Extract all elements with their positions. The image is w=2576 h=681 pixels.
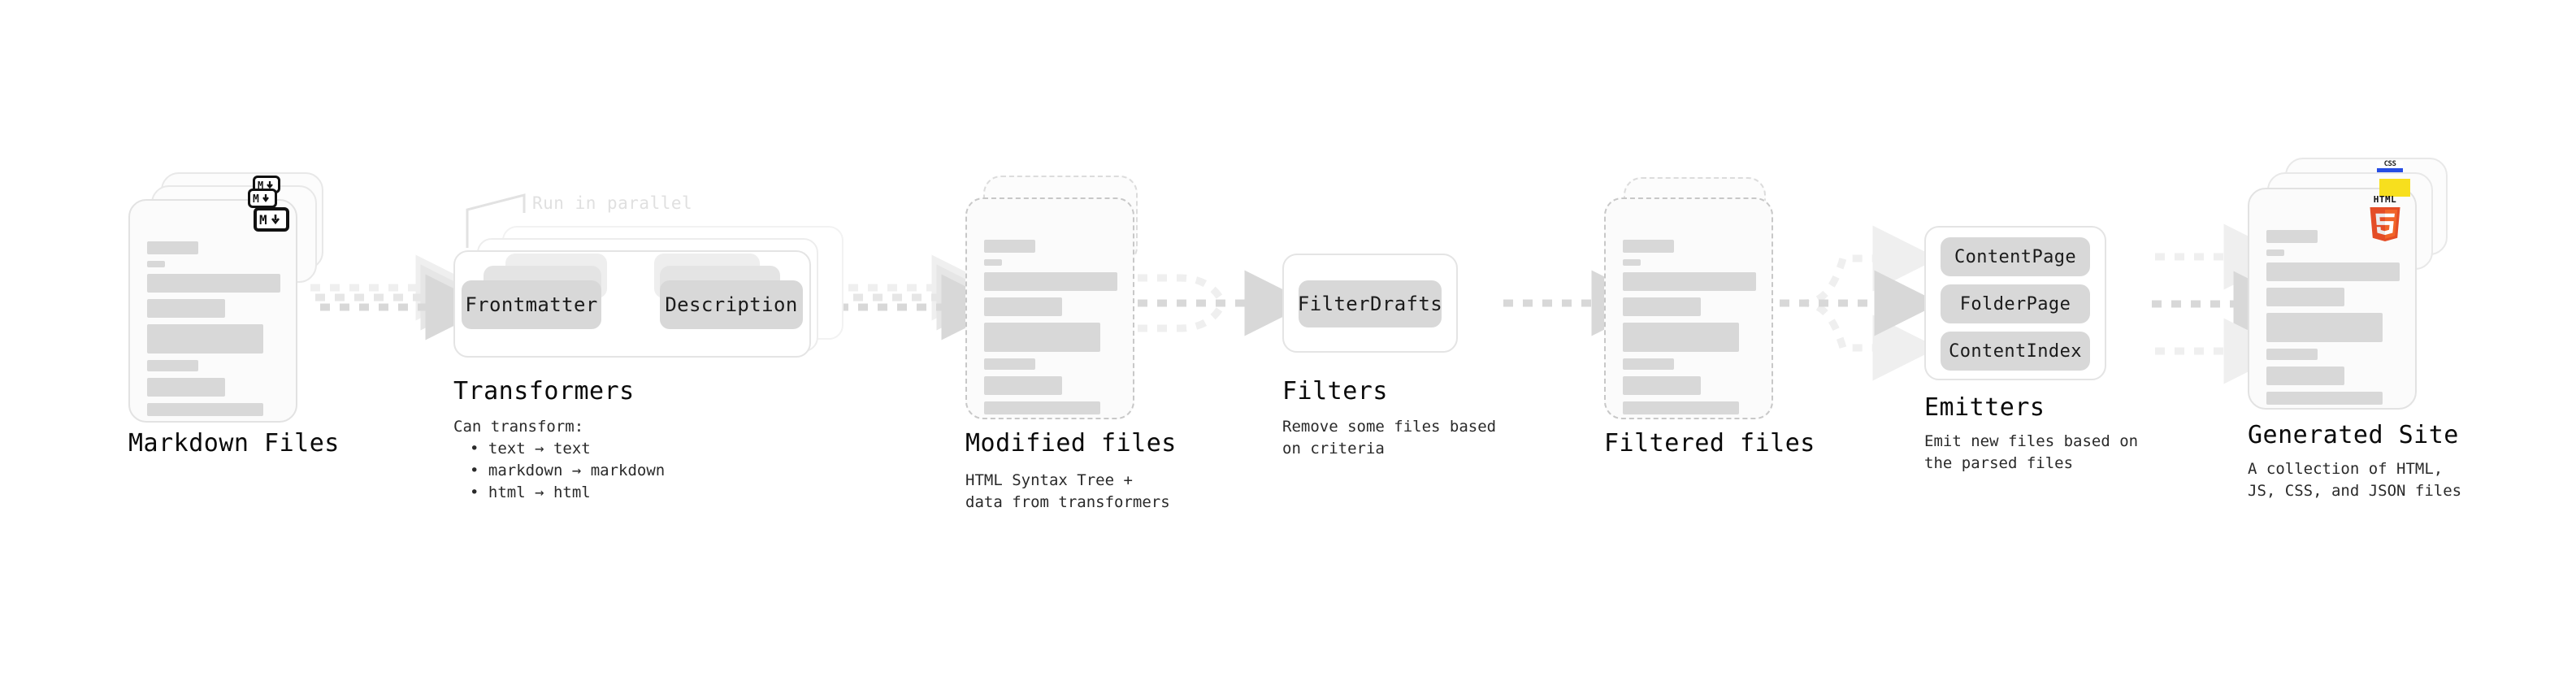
transformer-chip-description[interactable]: Description xyxy=(660,280,803,329)
filtered-card-front xyxy=(1604,197,1773,419)
transformers-bullet-1: • markdown → markdown xyxy=(470,462,666,479)
js-icon xyxy=(2379,179,2410,197)
site-card-front xyxy=(2248,188,2417,410)
skeleton-bar xyxy=(147,378,225,397)
emitter-chip-contentindex[interactable]: ContentIndex xyxy=(1941,332,2090,371)
run-in-parallel-label: Run in parallel xyxy=(532,193,693,213)
stage-desc-generated-site: A collection of HTML, JS, CSS, and JSON … xyxy=(2248,460,2462,500)
stage-title-generated-site: Generated Site xyxy=(2248,421,2459,449)
skeleton-bar xyxy=(147,324,263,354)
skeleton-bar xyxy=(1623,376,1701,395)
stage-title-filters: Filters xyxy=(1282,377,1388,406)
filter-chip-filterdrafts[interactable]: FilterDrafts xyxy=(1298,280,1442,327)
connector-transformers-to-modified xyxy=(829,254,1008,340)
markdown-icon: M xyxy=(254,207,289,232)
svg-text:M: M xyxy=(258,180,263,190)
skeleton-bar xyxy=(147,299,225,318)
skeleton-bar xyxy=(147,274,280,293)
skeleton-bar xyxy=(984,297,1062,316)
skeleton-bar xyxy=(1623,323,1739,352)
stage-title-transformers: Transformers xyxy=(453,377,635,406)
skeleton-bar xyxy=(984,272,1117,291)
skeleton-bar xyxy=(984,401,1100,414)
skeleton-bar xyxy=(2266,392,2383,405)
skeleton-bar xyxy=(2266,367,2344,385)
connector-filtered-to-emitters xyxy=(1780,225,1941,381)
connector-emitters-to-site xyxy=(2152,223,2300,384)
connector-modified-to-filters xyxy=(1138,270,1311,336)
css-icon: CSS xyxy=(2377,161,2403,172)
skeleton-bar xyxy=(147,360,198,371)
transformer-chip-frontmatter[interactable]: Frontmatter xyxy=(462,280,601,329)
svg-text:M: M xyxy=(259,213,267,227)
stage-desc-emitters: Emit new files based on the parsed files xyxy=(1924,432,2139,472)
skeleton-bar xyxy=(2266,249,2284,256)
skeleton-bar xyxy=(147,241,198,254)
stage-desc-transformers: Can transform: xyxy=(453,418,584,436)
stage-desc-modified-files: HTML Syntax Tree + data from transformer… xyxy=(965,471,1170,511)
skeleton-bar xyxy=(147,261,165,267)
stage-title-emitters: Emitters xyxy=(1924,393,2045,422)
css-icon-label: CSS xyxy=(2383,160,2396,168)
skeleton-bar xyxy=(1623,272,1756,291)
skeleton-bar xyxy=(2266,262,2400,281)
skeleton-bar xyxy=(147,403,263,416)
skeleton-bar xyxy=(1623,401,1739,414)
skeleton-bar xyxy=(1623,240,1674,253)
emitter-chip-folderpage[interactable]: FolderPage xyxy=(1941,284,2090,323)
markdown-icon-back1: M xyxy=(248,189,277,208)
css-icon-bar xyxy=(2377,168,2403,172)
transformers-bullet-0: • text → text xyxy=(470,440,591,458)
skeleton-bar xyxy=(1623,297,1701,316)
html5-icon-word: HTML xyxy=(2373,194,2397,205)
stage-title-modified-files: Modified files xyxy=(965,429,1177,458)
skeleton-bar xyxy=(2266,349,2318,360)
skeleton-bar xyxy=(2266,313,2383,342)
skeleton-bar xyxy=(984,358,1035,370)
skeleton-bar xyxy=(1623,259,1641,266)
skeleton-bar xyxy=(984,259,1002,266)
stage-desc-filters: Remove some files based on criteria xyxy=(1282,418,1497,458)
stage-title-markdown-files: Markdown Files xyxy=(128,429,340,458)
skeleton-bar xyxy=(984,240,1035,253)
skeleton-bar xyxy=(2266,288,2344,306)
skeleton-bar xyxy=(984,323,1100,352)
skeleton-bar xyxy=(1623,358,1674,370)
skeleton-bar xyxy=(2266,230,2318,243)
emitter-chip-contentpage[interactable]: ContentPage xyxy=(1941,237,2090,276)
svg-text:M: M xyxy=(253,193,259,204)
stage-title-filtered-files: Filtered files xyxy=(1604,429,1815,458)
html5-icon: HTML xyxy=(2366,195,2404,244)
markdown-card-front xyxy=(128,199,297,423)
modified-card-front xyxy=(965,197,1134,419)
transformers-bullet-2: • html → html xyxy=(470,484,591,501)
skeleton-bar xyxy=(984,376,1062,395)
connector-md-to-transformers xyxy=(310,254,492,340)
